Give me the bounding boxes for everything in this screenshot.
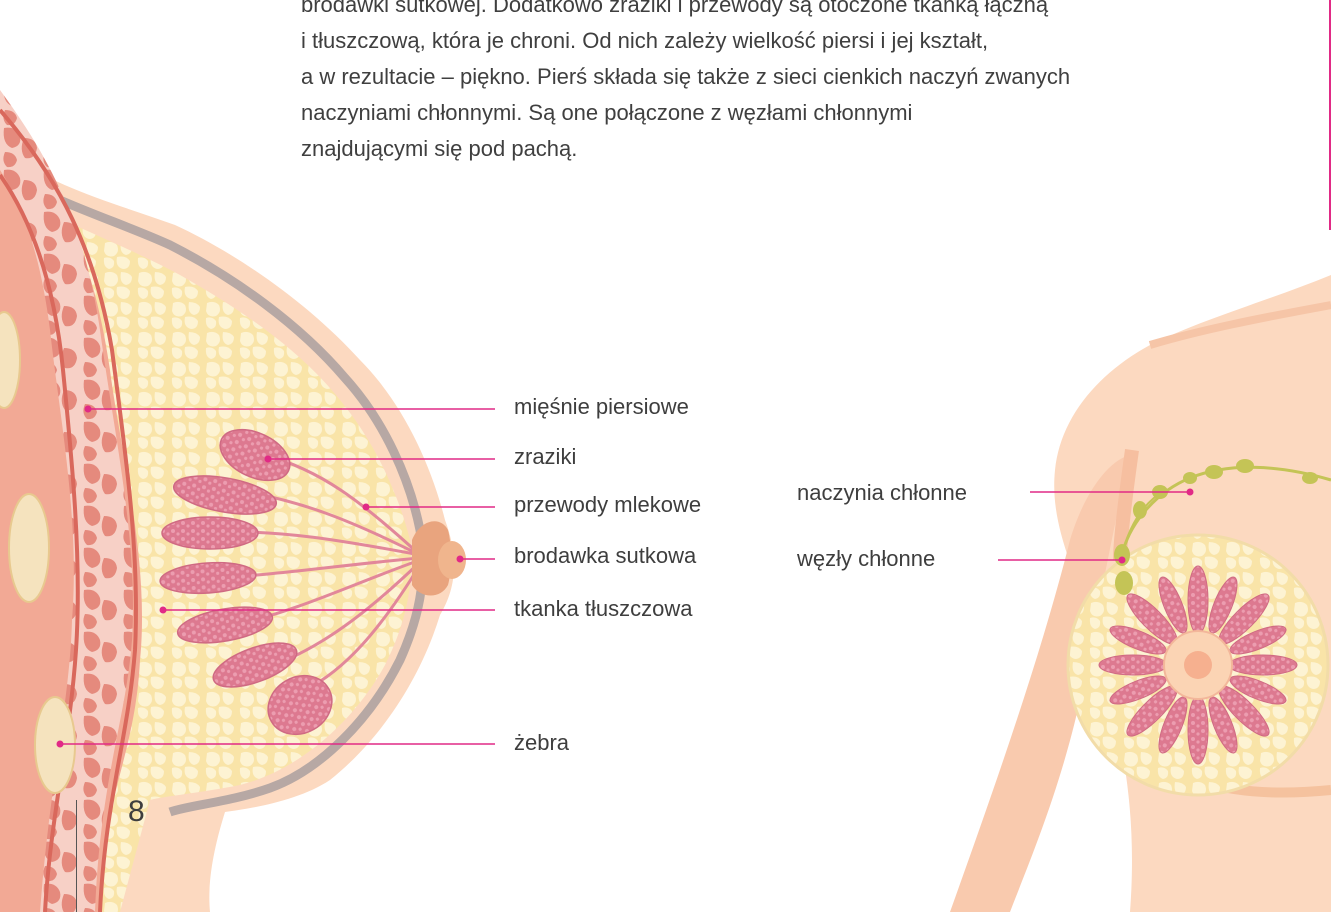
label-lymph-vessels: naczynia chłonne xyxy=(797,480,967,506)
intro-line: znajdującymi się pod pachą. xyxy=(301,131,1291,167)
intro-line: naczyniami chłonnymi. Są one połączone z… xyxy=(301,95,1291,131)
page-number-rule xyxy=(76,800,77,912)
intro-line: a w rezultacie – piękno. Pierś składa si… xyxy=(301,59,1291,95)
torso-illustration xyxy=(950,275,1331,912)
rib xyxy=(35,697,75,793)
label-lobules: zraziki xyxy=(514,444,576,470)
intro-paragraph: brodawki sutkowej. Dodatkowo zraziki i p… xyxy=(301,0,1291,167)
label-ribs: żebra xyxy=(514,730,569,756)
page-number: 8 xyxy=(128,792,145,832)
label-fat: tkanka tłuszczowa xyxy=(514,596,693,622)
nipple-front xyxy=(1184,651,1212,679)
label-nipple: brodawka sutkowa xyxy=(514,543,696,569)
label-ducts: przewody mlekowe xyxy=(514,492,701,518)
label-muscles: mięśnie piersiowe xyxy=(514,394,689,420)
intro-line: brodawki sutkowej. Dodatkowo zraziki i p… xyxy=(301,0,1291,23)
label-lymph-nodes: węzły chłonne xyxy=(797,546,935,572)
rib xyxy=(9,494,49,602)
intro-line: i tłuszczową, która je chroni. Od nich z… xyxy=(301,23,1291,59)
